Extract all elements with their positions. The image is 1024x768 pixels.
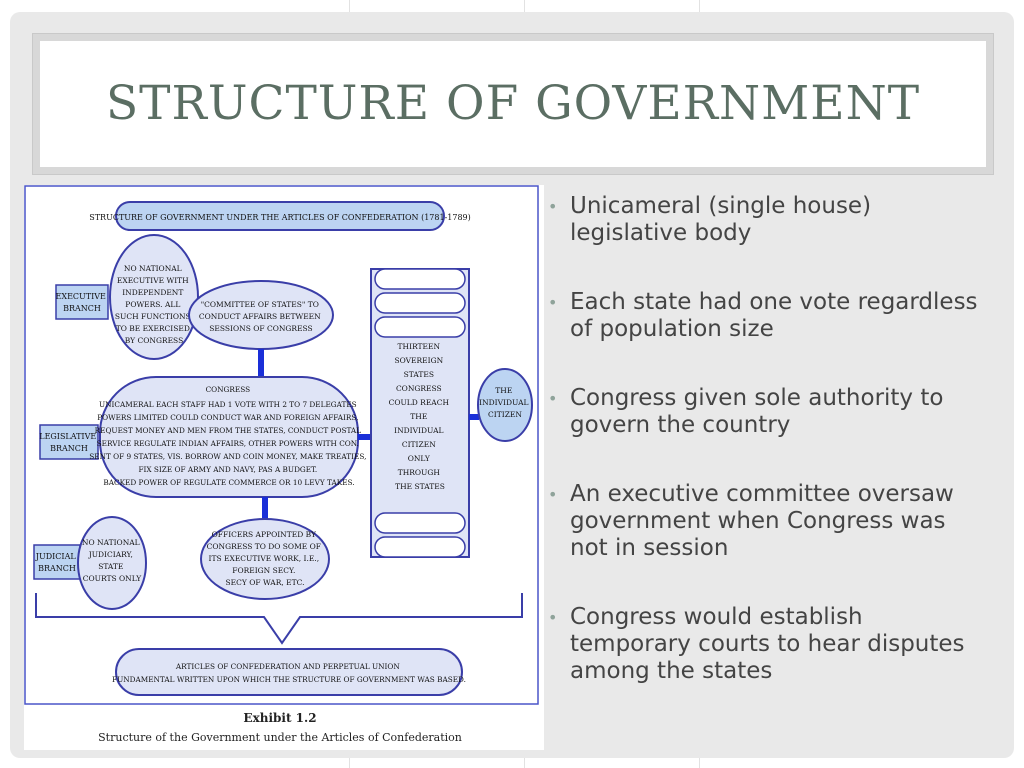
- bullet-item: • Unicameral (single house) legislative b…: [548, 193, 988, 247]
- connector-congress-officers: [262, 497, 268, 521]
- judicial-branch-label: [33, 544, 81, 580]
- legislative-branch-label: [39, 424, 99, 460]
- bullet-item: • Congress given sole authority to govern…: [548, 385, 988, 439]
- bullet-item: • Congress would establish temporary cour…: [548, 604, 988, 685]
- diagram-header-text: STRUCTURE OF GOVERNMENT UNDER THE ARTICL…: [89, 213, 471, 222]
- judicial-note-text: NO NATIONAL JUDICIARY, STATE COURTS ONLY: [82, 538, 142, 583]
- bullet-text: Unicameral (single house) legislative bo…: [570, 193, 872, 246]
- judicial-note-oval: [77, 516, 147, 610]
- states-text: THIRTEEN SOVEREIGN STATES CONGRESS COULD…: [389, 342, 452, 491]
- officers-text: OFFICERS APPOINTED BY CONGRESS TO DO SOM…: [207, 530, 324, 587]
- officers-oval: [200, 518, 330, 600]
- diagram-frame: [24, 185, 539, 705]
- bullet-list: • Unicameral (single house) legislative b…: [548, 193, 988, 727]
- bullet-dot-icon: •: [548, 608, 558, 627]
- exhibit-caption: Structure of the Government under the Ar…: [98, 731, 462, 744]
- diagram-svg: STRUCTURE OF GOVERNMENT UNDER THE ARTICL…: [24, 185, 539, 744]
- executive-branch-text: EXECUTIVE BRANCH: [56, 292, 109, 313]
- bullet-dot-icon: •: [548, 197, 558, 216]
- connector-committee-congress: [258, 349, 264, 377]
- citizen-oval: [477, 368, 533, 442]
- exhibit-title: Exhibit 1.2: [243, 711, 316, 725]
- legislative-branch-text: LEGISLATIVE BRANCH: [39, 432, 99, 453]
- states-column: [370, 268, 470, 558]
- connector-states-citizen: [469, 414, 479, 420]
- diagram-image: STRUCTURE OF GOVERNMENT UNDER THE ARTICL…: [24, 185, 544, 750]
- bullet-item: • Each state had one vote regardless of p…: [548, 289, 988, 343]
- articles-text: ARTICLES OF CONFEDERATION AND PERPETUAL …: [112, 662, 466, 684]
- committee-text: "COMMITTEE OF STATES" TO CONDUCT AFFAIRS…: [199, 300, 323, 333]
- bullet-dot-icon: •: [548, 389, 558, 408]
- citizen-text: THE INDIVIDUAL CITIZEN: [479, 386, 531, 419]
- judicial-branch-text: JUDICIAL BRANCH: [35, 552, 78, 573]
- diagram-header-box: [115, 201, 445, 231]
- connector-congress-states: [358, 434, 370, 440]
- slide-title: STRUCTURE OF GOVERNMENT: [105, 76, 921, 131]
- executive-branch-label: [55, 284, 109, 320]
- bullet-text: Congress given sole authority to govern …: [570, 385, 944, 438]
- bullet-dot-icon: •: [548, 293, 558, 312]
- bracket-line: [35, 593, 523, 645]
- title-box: STRUCTURE OF GOVERNMENT: [32, 33, 994, 175]
- executive-note-text: NO NATIONAL EXECUTIVE WITH INDEPENDENT P…: [115, 264, 193, 345]
- bullet-dot-icon: •: [548, 485, 558, 504]
- bullet-text: An executive committee oversaw governmen…: [570, 481, 954, 561]
- bullet-text: Congress would establish temporary court…: [570, 604, 965, 684]
- bullet-item: • An executive committee oversaw governme…: [548, 481, 988, 562]
- congress-text: CONGRESS UNICAMERAL EACH STAFF HAD 1 VOT…: [89, 385, 368, 487]
- executive-note-oval: [109, 234, 199, 360]
- articles-box: [115, 648, 463, 696]
- bullet-text: Each state had one vote regardless of po…: [570, 289, 978, 342]
